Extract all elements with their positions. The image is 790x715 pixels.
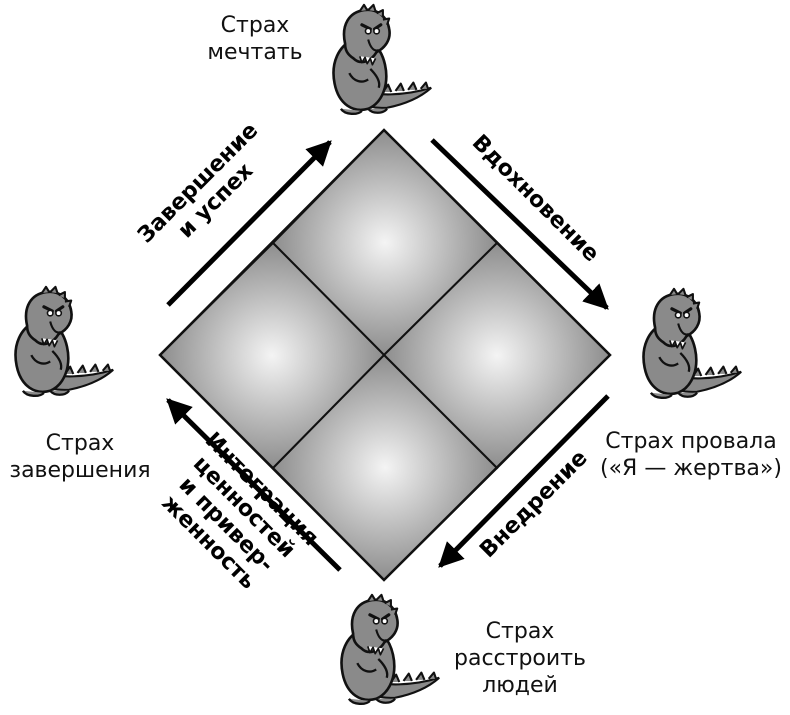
fear-label-right: Страх провала («Я — жертва») [596, 428, 786, 482]
dinosaur-icon-left [13, 285, 115, 398]
fear-label-left: Страх завершения [0, 430, 160, 484]
fear-label-left-line: завершения [9, 458, 151, 483]
fear-label-bottom: Страх расстроить людей [440, 618, 600, 699]
fear-label-top: Страх мечтать [180, 12, 330, 66]
diamond-outline [158, 128, 612, 582]
fear-label-top-line: Страх [220, 13, 290, 38]
arrow-top-right [430, 138, 609, 310]
fear-label-top-line: мечтать [207, 40, 303, 65]
fear-label-left-line: Страх [45, 431, 115, 456]
fear-label-right-line: Страх провала [605, 429, 777, 454]
fear-label-bottom-line: расстроить [454, 646, 586, 671]
fear-label-right-line: («Я — жертва») [600, 456, 782, 481]
fear-label-bottom-line: Страх [485, 619, 555, 644]
dinosaur-icon-bottom [339, 593, 441, 706]
fear-label-bottom-line: людей [482, 673, 558, 698]
diamond [158, 128, 612, 582]
arrow-top-left [166, 140, 332, 307]
arrow-bottom-right [438, 394, 610, 568]
dinosaur-icon-top [331, 3, 433, 116]
dinosaur-icon-right [641, 287, 743, 400]
arrow-bottom-left [166, 398, 342, 572]
